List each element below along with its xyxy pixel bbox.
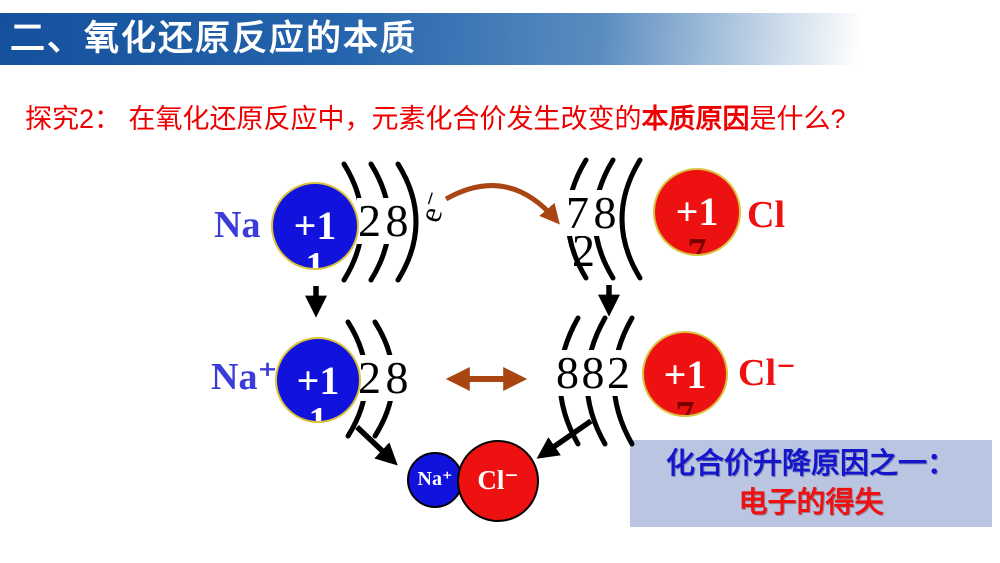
na-atom-label: Na [214, 204, 261, 246]
cl-ion-nucleus-charge: +1 [663, 352, 707, 397]
cl-ion-nucleus-charge-wrapped: 7 [675, 394, 695, 417]
na-ion-shell-counts: 2 8 [357, 352, 409, 403]
cl-ion-nucleus: +1 7 [642, 331, 728, 417]
nacl-cl-circle: Cl⁻ [457, 440, 539, 522]
nacl-na-circle: Na⁺ [407, 452, 463, 508]
cl-atom-nucleus-charge-wrapped: 7 [687, 231, 707, 256]
conclusion-line1: 化合价升降原因之一： [665, 448, 956, 480]
na-atom-nucleus-charge: +1 [293, 203, 337, 248]
question-suffix: 是什么? [749, 104, 846, 134]
cl-atom-nucleus: +1 7 [653, 168, 741, 256]
cl-ion-shell-counts: 8 8 2 [555, 347, 630, 398]
nacl-na-label: Na⁺ [417, 468, 453, 490]
na-atom-nucleus: +1 1 [271, 182, 359, 270]
question-prefix: 探究2： 在氧化还原反应中，元素化合价发生改变的 [25, 104, 642, 134]
na-ion-nucleus-charge-wrapped: 1 [308, 400, 328, 423]
conclusion-box: 化合价升降原因之一： 电子的得失 [630, 440, 992, 527]
na-atom-nucleus-charge-wrapped: 1 [305, 245, 325, 270]
cl-atom-nucleus-charge: +1 [675, 189, 719, 234]
page-title: 二、氧化还原反应的本质 [10, 19, 418, 58]
na-ion-nucleus-charge: +1 [296, 358, 340, 403]
na-ion-nucleus: +1 1 [275, 337, 361, 423]
na-ion-to-product-arrow [355, 425, 398, 466]
conclusion-line2: 电子的得失 [738, 487, 884, 519]
na-ion-label: Na⁺ [211, 356, 278, 398]
cl-ion-to-product-arrow [536, 418, 593, 459]
header-bar: 二、氧化还原反应的本质 [0, 13, 1000, 65]
electron-label: e⁻ [411, 186, 455, 227]
question-emphasis: 本质原因 [641, 104, 750, 134]
na-atom-shell-counts: 2 8 [357, 195, 409, 246]
electron-transfer-arrow [444, 183, 560, 225]
nacl-cl-label: Cl⁻ [477, 465, 519, 495]
cl-ion-label: Cl⁻ [738, 352, 797, 394]
cl-atom-shell-counts: 7 8 [565, 187, 617, 238]
question-text: 探究2： 在氧化还原反应中，元素化合价发生改变的本质原因是什么? [25, 97, 846, 136]
cl-atom-label: Cl [747, 194, 785, 236]
